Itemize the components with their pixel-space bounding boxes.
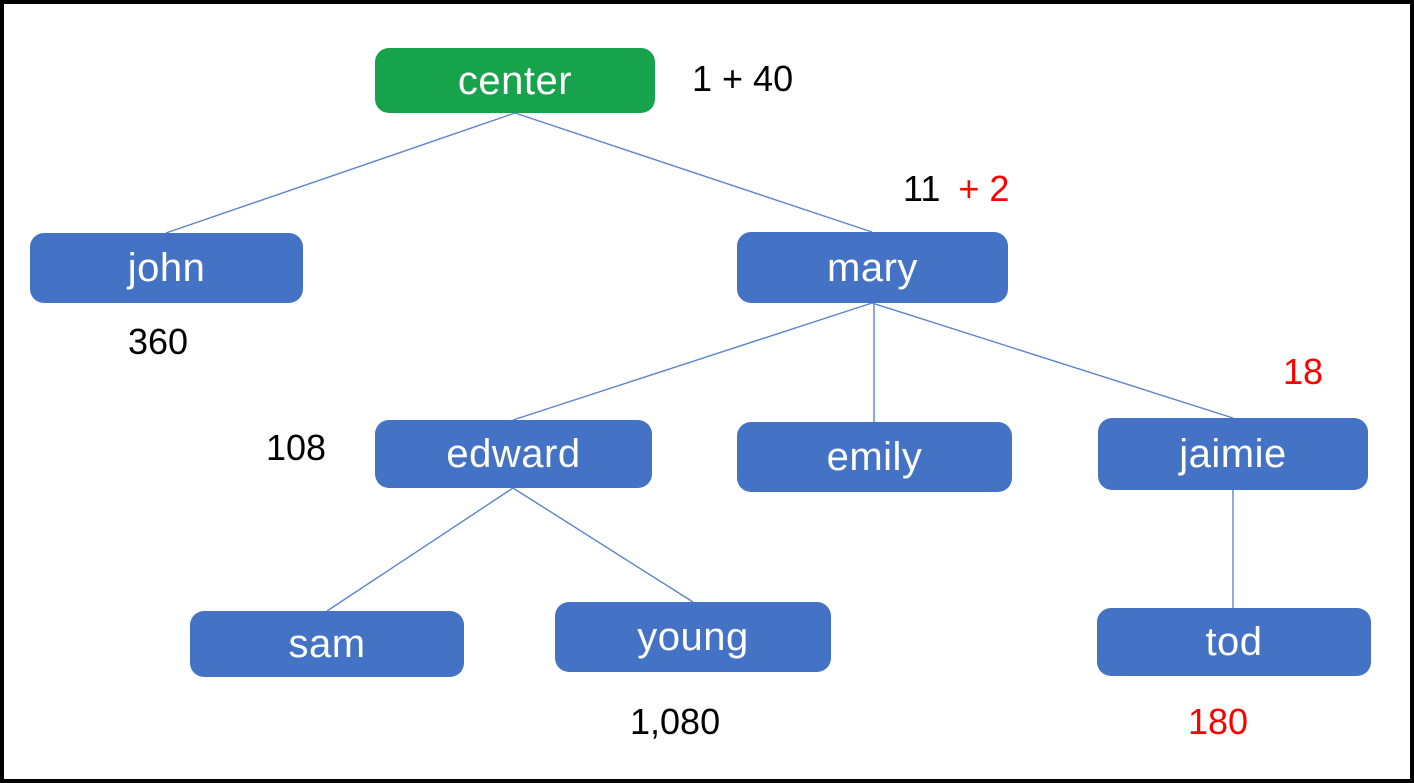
node-emily-label: emily [826,435,923,479]
node-mary: mary [737,232,1008,303]
node-center-label: center [457,58,573,103]
node-sam-label: sam [288,622,366,666]
node-emily: emily [737,422,1012,492]
node-tod-label: tod [1205,620,1263,664]
node-tod: tod [1097,608,1371,676]
node-mary-label: mary [827,245,918,290]
annotation-mary-delta: + 2 [958,168,1010,209]
node-edward: edward [375,420,652,488]
annotation-jaimie-delta: 18 [1283,351,1324,392]
annotation-mary: 11 + 2 [903,171,1009,207]
annotation-center-value: 1 + 40 [692,58,794,99]
node-young: young [555,602,831,672]
annotation-edward-value: 108 [266,427,327,468]
annotation-mary-value: 11 [903,168,941,209]
node-young-label: young [637,615,749,659]
edge-edward-young [512,487,694,603]
edge-edward-sam [326,487,514,612]
node-sam: sam [190,611,464,677]
edge-mary-jaimie [871,302,1234,419]
annotation-young-value: 1,080 [630,701,721,742]
annotation-john-value: 360 [128,321,189,362]
edge-mary-edward [512,302,873,421]
node-center: center [375,48,655,113]
node-edward-label: edward [446,432,581,476]
node-jaimie-label: jaimie [1179,432,1287,476]
edge-center-john [165,112,516,234]
annotation-tod-delta: 180 [1188,701,1249,742]
edge-center-mary [514,112,873,233]
node-jaimie: jaimie [1098,418,1368,490]
node-john-label: john [127,246,206,290]
node-john: john [30,233,303,303]
